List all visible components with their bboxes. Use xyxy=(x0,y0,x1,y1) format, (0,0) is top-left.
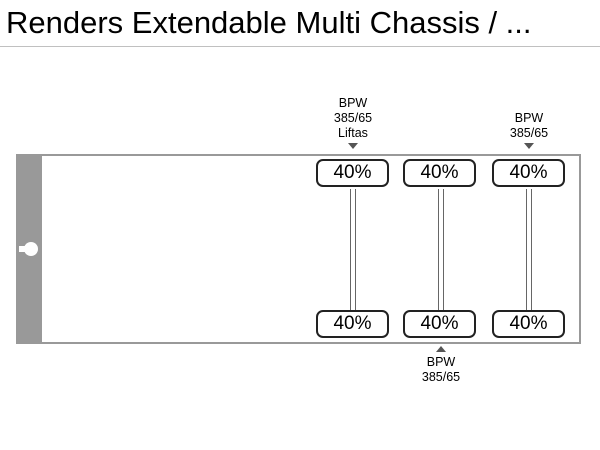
axle-1-top-tyre: 40% xyxy=(316,159,389,187)
axle-3-marker-icon xyxy=(524,143,534,149)
title-divider xyxy=(0,46,600,47)
axle-1-label-size: 385/65 xyxy=(333,111,373,125)
axle-3-label-brand: BPW xyxy=(514,111,544,125)
page-title: Renders Extendable Multi Chassis / ... xyxy=(6,5,532,40)
axle-2-top-tyre: 40% xyxy=(403,159,476,187)
axle-2-label: BPW 385/65 xyxy=(401,355,481,385)
axle-3-bar xyxy=(526,189,532,311)
kingpin-icon xyxy=(24,242,38,256)
axle-3-top-tyre: 40% xyxy=(492,159,565,187)
axle-3-bottom-tyre: 40% xyxy=(492,310,565,338)
axle-1-marker-icon xyxy=(348,143,358,149)
axle-2-label-size: 385/65 xyxy=(421,370,461,384)
axle-2-bar xyxy=(438,189,444,311)
axle-1-label: BPW 385/65 Liftas xyxy=(313,96,393,141)
axle-2-marker-icon xyxy=(436,346,446,352)
axle-3-label: BPW 385/65 xyxy=(489,111,569,141)
trailer-chassis xyxy=(16,154,581,344)
axle-1-bar xyxy=(350,189,356,311)
axle-1-label-brand: BPW xyxy=(338,96,368,110)
axle-2-label-brand: BPW xyxy=(426,355,456,369)
axle-1-bottom-tyre: 40% xyxy=(316,310,389,338)
axle-2-bottom-tyre: 40% xyxy=(403,310,476,338)
axle-1-label-lift: Liftas xyxy=(338,126,368,140)
axle-3-label-size: 385/65 xyxy=(509,126,549,140)
kingpin-stub xyxy=(19,246,27,252)
